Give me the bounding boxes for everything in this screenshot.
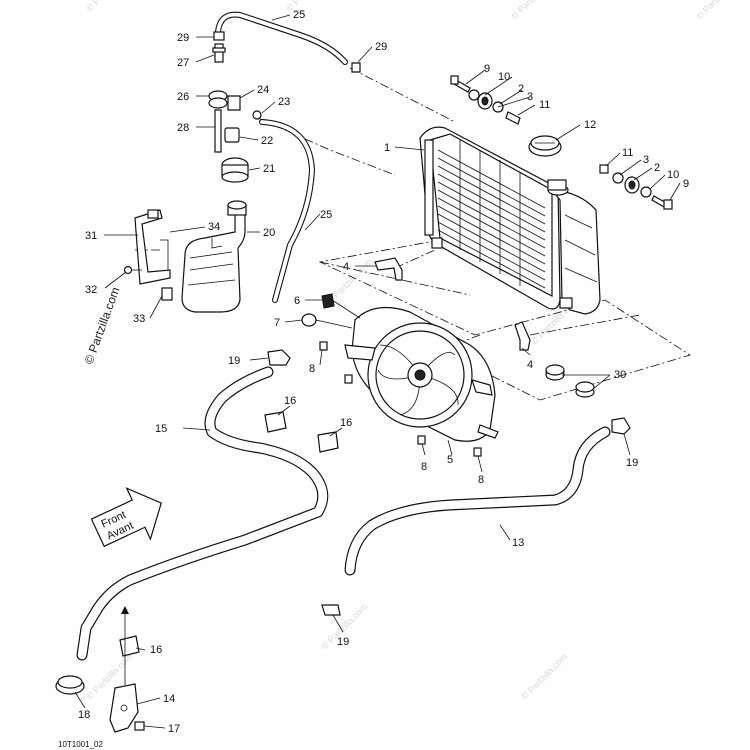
callout-2-side: 2 bbox=[654, 162, 660, 174]
callout-6: 6 bbox=[294, 295, 300, 307]
front-direction-arrow: Front Avant bbox=[90, 487, 162, 548]
clamp-29b bbox=[351, 62, 361, 73]
callout-22: 22 bbox=[261, 135, 273, 147]
callout-31: 31 bbox=[85, 230, 97, 242]
coolant-reservoir bbox=[181, 200, 247, 313]
callout-23: 23 bbox=[278, 96, 290, 108]
hose-clamps bbox=[55, 349, 631, 695]
callout-19-bottom: 19 bbox=[337, 636, 349, 648]
reservoir-bracket bbox=[123, 209, 173, 301]
callout-20: 20 bbox=[263, 227, 275, 239]
bracket-4a bbox=[374, 257, 403, 281]
callout-2-top: 2 bbox=[518, 83, 524, 95]
fitting-27 bbox=[214, 43, 224, 63]
callout-29-right: 29 bbox=[375, 41, 387, 53]
callout-9-top: 9 bbox=[484, 63, 490, 75]
rubber-mounts bbox=[545, 364, 595, 398]
callout-16-c: 16 bbox=[150, 644, 162, 656]
callout-18: 18 bbox=[78, 709, 90, 721]
callout-16-a: 16 bbox=[284, 395, 296, 407]
callout-13: 13 bbox=[512, 537, 524, 549]
callout-16-b: 16 bbox=[340, 417, 352, 429]
clamp-29 bbox=[213, 31, 225, 41]
hose-bracket bbox=[109, 606, 166, 733]
callout-17: 17 bbox=[168, 723, 180, 735]
callout-28: 28 bbox=[177, 122, 189, 134]
clip-33 bbox=[161, 287, 173, 301]
callout-7: 7 bbox=[274, 317, 280, 329]
callout-8-right: 8 bbox=[478, 474, 484, 486]
figure-code: 10T1001_02 bbox=[58, 740, 103, 749]
callout-10-top: 10 bbox=[498, 71, 510, 83]
watermark: © Partzilla.com bbox=[84, 0, 134, 13]
callout-25-lower: 25 bbox=[320, 209, 332, 221]
filler-neck-parts bbox=[208, 31, 361, 183]
callout-8-left: 8 bbox=[309, 363, 315, 375]
callout-30: 30 bbox=[614, 369, 626, 381]
callout-3-top: 3 bbox=[527, 91, 533, 103]
callout-27: 27 bbox=[177, 57, 189, 69]
callout-11-side: 11 bbox=[622, 147, 633, 159]
watermark: © Partzilla.com bbox=[519, 651, 569, 701]
callout-26: 26 bbox=[177, 91, 189, 103]
callout-1: 1 bbox=[384, 142, 390, 154]
tube-28 bbox=[214, 109, 222, 153]
watermark: © Partzilla.com bbox=[694, 0, 744, 21]
callout-11-top: 11 bbox=[539, 99, 550, 111]
callout-3-side: 3 bbox=[643, 154, 649, 166]
callout-4-right: 4 bbox=[527, 359, 533, 371]
top-mount-hardware bbox=[450, 75, 521, 125]
callout-9-side: 9 bbox=[683, 178, 689, 190]
cooling-fan bbox=[344, 306, 499, 442]
callout-15: 15 bbox=[155, 423, 167, 435]
side-mount-hardware bbox=[599, 164, 673, 210]
callout-25-top: 25 bbox=[293, 9, 305, 21]
callout-32: 32 bbox=[85, 284, 97, 296]
callout-4-left: 4 bbox=[343, 261, 349, 273]
bracket-4b bbox=[514, 321, 531, 351]
callout-29-left: 29 bbox=[177, 32, 189, 44]
callout-5: 5 bbox=[447, 454, 453, 466]
fan-fasteners bbox=[301, 293, 482, 457]
leader-lines bbox=[74, 14, 681, 709]
callout-34: 34 bbox=[208, 221, 220, 233]
callout-21: 21 bbox=[263, 163, 275, 175]
callout-14: 14 bbox=[163, 693, 175, 705]
callout-24: 24 bbox=[257, 84, 269, 96]
callout-19-right: 19 bbox=[626, 457, 638, 469]
callout-12: 12 bbox=[584, 119, 596, 131]
overflow-hose bbox=[215, 11, 348, 65]
side-watermark: © Partzilla.com bbox=[82, 285, 123, 366]
callout-33: 33 bbox=[133, 313, 145, 325]
clip-23 bbox=[252, 110, 262, 120]
elbow-24 bbox=[227, 95, 241, 111]
watermark: © Partzilla.com bbox=[509, 0, 559, 21]
radiator bbox=[419, 126, 601, 315]
callouts: 25 29 29 27 26 24 23 28 22 21 20 34 31 3… bbox=[78, 9, 689, 735]
radiator-cap bbox=[528, 135, 562, 157]
callout-10-side: 10 bbox=[667, 169, 679, 181]
callout-19-left: 19 bbox=[228, 355, 240, 367]
watermark: © Partzilla.com bbox=[284, 0, 334, 13]
spacer-22 bbox=[224, 127, 240, 143]
callout-8-mid: 8 bbox=[421, 461, 427, 473]
